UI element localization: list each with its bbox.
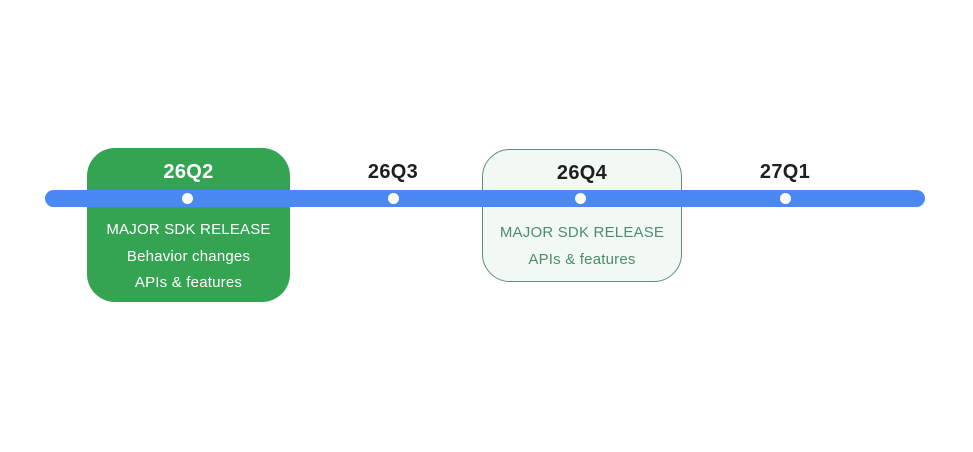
- quarter-label-26q3: 26Q3: [367, 161, 419, 183]
- card-line-major-sdk-release: MAJOR SDK RELEASE: [499, 224, 665, 241]
- milestone-dot-26q2: [182, 193, 193, 204]
- quarter-label-27q1: 27Q1: [759, 161, 811, 183]
- release-card-26q4: 26Q4 MAJOR SDK RELEASE APIs & features: [482, 149, 682, 282]
- milestone-dot-26q4: [575, 193, 586, 204]
- card-line-major-sdk-release: MAJOR SDK RELEASE: [106, 221, 271, 238]
- milestone-dot-27q1: [780, 193, 791, 204]
- release-card-26q2: 26Q2 MAJOR SDK RELEASE Behavior changes …: [87, 148, 290, 302]
- quarter-title-26q4: 26Q4: [556, 162, 608, 184]
- card-line-behavior-changes: Behavior changes: [126, 248, 251, 265]
- card-line-apis-features: APIs & features: [528, 251, 636, 268]
- card-line-apis-features: APIs & features: [134, 274, 243, 291]
- milestone-dot-26q3: [388, 193, 399, 204]
- timeline-bar: [45, 190, 925, 207]
- quarter-title-26q2: 26Q2: [163, 161, 214, 183]
